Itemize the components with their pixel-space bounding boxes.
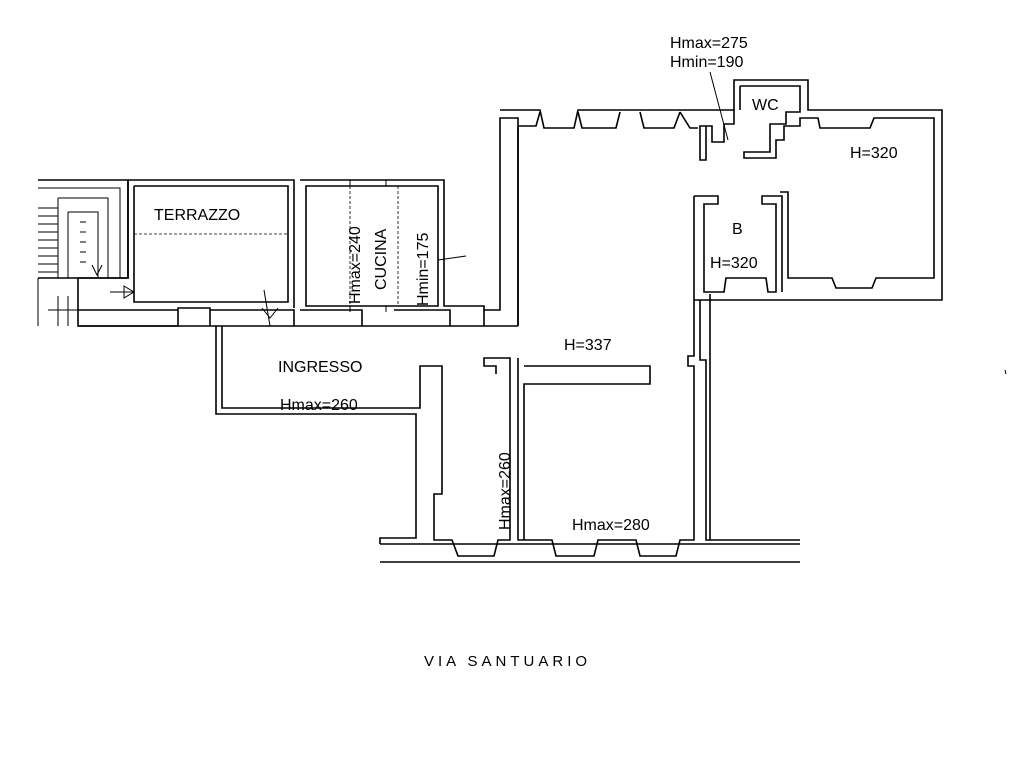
height-label-wc-hmax: Hmax=275 (670, 35, 748, 52)
height-label-cucina-hmin: Hmin=175 (415, 233, 432, 306)
height-label-corridor: H=337 (564, 337, 612, 354)
terrazzo (77, 179, 295, 327)
height-label-wc-hmin: Hmin=190 (670, 54, 743, 71)
room-label-ingresso: INGRESSO (278, 359, 362, 376)
room-label-wc: WC (752, 97, 779, 114)
cucina-block (300, 117, 519, 326)
height-label-bagno: H=320 (710, 255, 758, 272)
room-label-terrazzo: TERRAZZO (154, 207, 240, 224)
height-label-hall: Hmax=260 (497, 452, 514, 530)
edge-mark (1004, 369, 1007, 375)
leader-line-wc (709, 71, 729, 141)
height-label-room-ne: H=320 (850, 145, 898, 162)
staircase (37, 179, 129, 326)
wc-area (699, 85, 935, 289)
street-label: VIA SANTUARIO (424, 653, 591, 670)
corridor (215, 289, 800, 563)
height-label-cucina-hmax: Hmax=240 (347, 226, 364, 304)
north-wall (78, 79, 943, 327)
bagno-area (693, 195, 943, 301)
room-label-cucina: CUCINA (373, 228, 390, 290)
height-label-front-room: Hmax=280 (572, 517, 650, 534)
room-label-bagno: B (732, 221, 743, 238)
height-label-ingresso: Hmax=260 (280, 397, 358, 414)
